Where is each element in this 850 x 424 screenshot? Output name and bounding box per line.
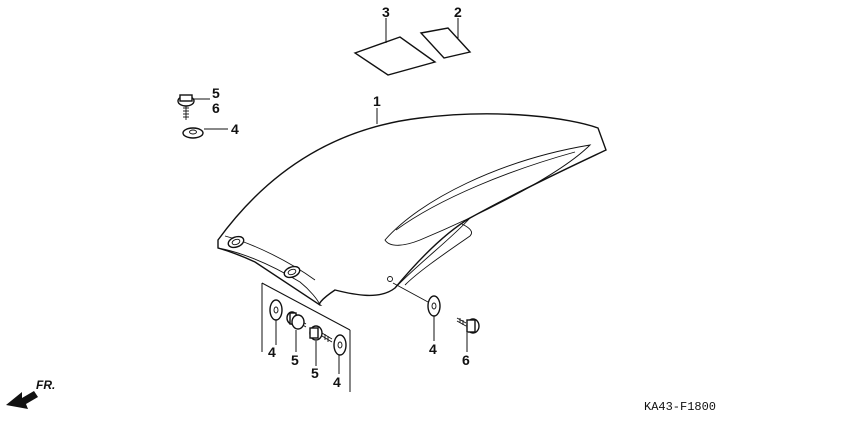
bolt-mid — [309, 325, 333, 343]
front-indicator-label: FR. — [36, 378, 55, 392]
hardware-group-left — [261, 282, 351, 392]
callout-2: 2 — [454, 4, 462, 20]
washer-mid — [333, 334, 347, 356]
callout-5-mid: 5 — [311, 365, 319, 381]
diagram-code: KA43-F1800 — [644, 400, 716, 414]
bolt-left — [286, 311, 307, 330]
washer-left — [269, 299, 283, 321]
callout-4-left: 4 — [268, 344, 276, 360]
rear-fender — [217, 113, 607, 306]
bolt-right — [456, 317, 480, 334]
sticker-large — [353, 36, 437, 76]
callout-5-left: 5 — [291, 352, 299, 368]
callout-3: 3 — [382, 4, 390, 20]
callout-1: 1 — [373, 93, 381, 109]
washer-top — [182, 127, 204, 139]
callout-6-right: 6 — [462, 352, 470, 368]
guide-washer-right — [392, 282, 429, 303]
sticker-small — [419, 27, 472, 59]
callout-5-top: 5 — [212, 85, 220, 101]
bolt-top — [177, 94, 195, 120]
washer-right — [427, 295, 441, 317]
callout-6-top: 6 — [212, 100, 220, 116]
callout-4-mid: 4 — [333, 374, 341, 390]
callout-4-right: 4 — [429, 341, 437, 357]
callout-4-top: 4 — [231, 121, 239, 137]
front-arrow-icon — [6, 391, 38, 409]
